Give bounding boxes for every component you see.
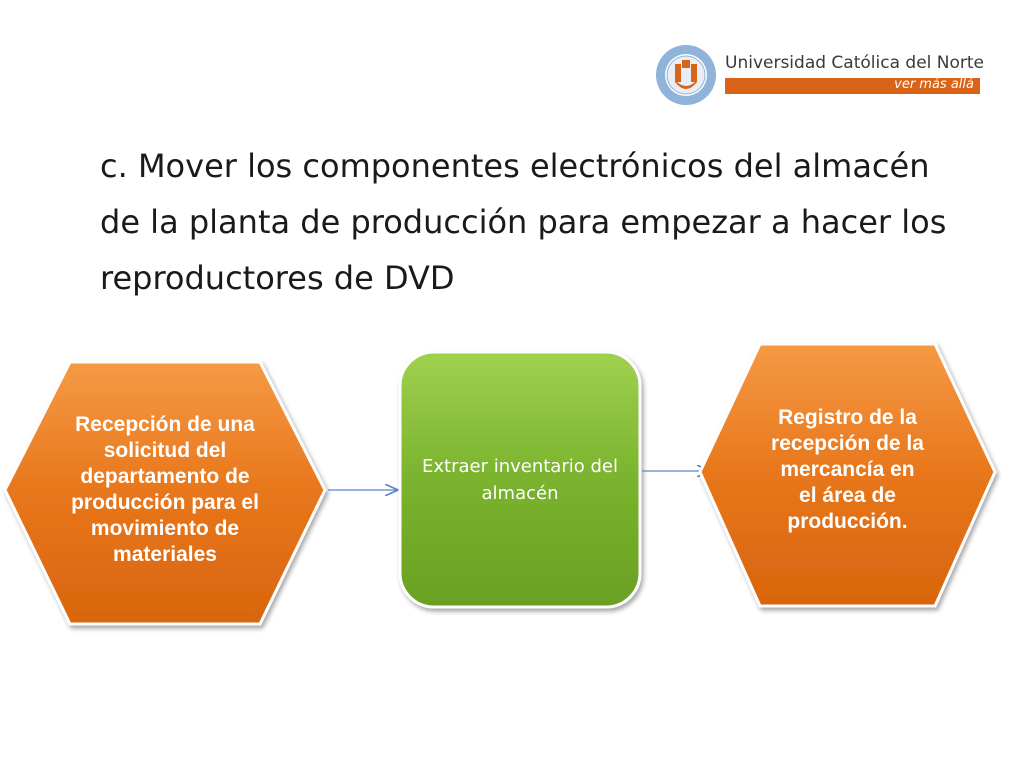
tagline: ver más allá [894,77,974,92]
step-3-label: Registro de la recepción de la mercancía… [771,406,924,533]
university-logo: Universidad Católica del Norte ver más a… [655,44,985,110]
slide-title: c. Mover los componentes electrónicos de… [100,147,947,297]
step-1-label: Recepción de una solicitud del departame… [71,413,259,566]
step-2-label: Extraer inventario del almacén [422,456,618,504]
step-3-hexagon [698,342,997,608]
step-1-hexagon [3,360,327,626]
step-2-box [398,350,642,609]
university-seal-icon [656,45,716,105]
process-flow-diagram: Recepción de una solicitud del departame… [0,330,1024,640]
university-name: Universidad Católica del Norte [725,53,985,73]
tagline-bar: ver más allá [725,77,980,94]
